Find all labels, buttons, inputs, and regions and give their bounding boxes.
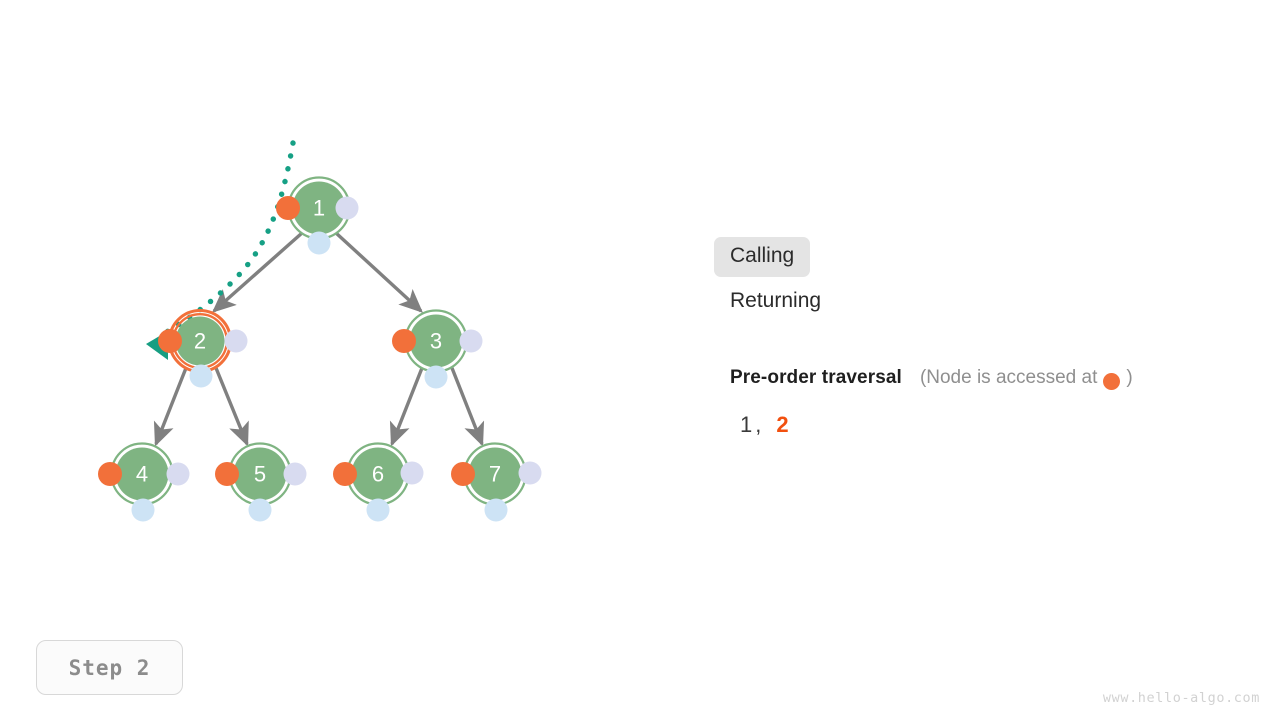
node-right-dot: [459, 329, 483, 353]
tree-node-4[interactable]: 4: [98, 442, 190, 522]
recursion-path-line: [157, 140, 296, 339]
node-body: [409, 314, 463, 368]
edge-3-7: [450, 367, 485, 447]
node-body: [468, 447, 522, 501]
state-badge-returning: Returning: [730, 288, 822, 312]
sequence-item-0: 1: [740, 412, 754, 437]
traversal-title: Pre-order traversal: [730, 367, 902, 388]
node-bottom-dot: [366, 498, 390, 522]
traversal-note-prefix: (Node is accessed at: [919, 367, 1098, 388]
step-badge: Step 2: [36, 640, 183, 695]
node-access-dot: [276, 196, 300, 220]
node-label: 7: [489, 462, 501, 487]
state-badge-calling: Calling: [714, 236, 811, 277]
traversal-heading: Pre-order traversal (Node is accessed at…: [730, 367, 1133, 390]
node-label: 2: [194, 329, 206, 354]
tree-node-2[interactable]: 2: [158, 309, 248, 388]
node-access-dot: [158, 329, 182, 353]
node-bottom-dot: [189, 364, 213, 388]
tree-node-3[interactable]: 3: [392, 309, 483, 389]
traversal-note-suffix: ): [1126, 367, 1133, 388]
node-label: 4: [136, 462, 148, 487]
node-right-dot: [224, 329, 248, 353]
node-body: [292, 181, 346, 235]
edge-2-5: [214, 367, 249, 447]
node-access-dot: [392, 329, 416, 353]
traversal-sequence: 1,2: [740, 412, 792, 438]
sequence-item-1: 2: [776, 412, 790, 437]
watermark: www.hello-algo.com: [1102, 690, 1260, 706]
node-right-dot: [335, 196, 359, 220]
edge-2-4: [153, 367, 188, 447]
node-label: 1: [313, 196, 325, 221]
node-bottom-dot: [248, 498, 272, 522]
node-access-dot: [451, 462, 475, 486]
legend-row-calling: Calling: [714, 234, 1254, 279]
node-access-dot: [98, 462, 122, 486]
tree-node-6[interactable]: 6: [333, 442, 424, 522]
node-bottom-dot: [424, 365, 448, 389]
node-body: [351, 447, 405, 501]
edge-1-3: [334, 231, 424, 313]
legend-row-returning: Returning: [714, 279, 1254, 324]
edge-1-2: [211, 231, 304, 313]
node-label: 3: [430, 329, 442, 354]
access-dot-icon: [1103, 372, 1121, 390]
tree-node-7[interactable]: 7: [451, 442, 542, 522]
binary-tree-diagram: 1 2 3 4 5: [98, 140, 542, 522]
node-access-dot: [333, 462, 357, 486]
node-label: 6: [372, 462, 384, 487]
node-right-dot: [400, 461, 424, 485]
node-right-dot: [283, 462, 307, 486]
node-right-dot: [518, 461, 542, 485]
edge-3-6: [389, 367, 424, 447]
node-body: [175, 316, 225, 366]
node-right-dot: [166, 462, 190, 486]
node-bottom-dot: [484, 498, 508, 522]
node-access-dot: [215, 462, 239, 486]
legend-panel: Calling Returning Pre-order traversal (N…: [714, 234, 1254, 437]
node-label: 5: [254, 462, 266, 487]
node-bottom-dot: [131, 498, 155, 522]
tree-edges: [153, 231, 485, 447]
node-body: [233, 447, 287, 501]
tree-node-5[interactable]: 5: [215, 442, 307, 522]
node-bottom-dot: [307, 231, 331, 255]
node-body: [115, 447, 169, 501]
tree-node-1[interactable]: 1: [276, 176, 359, 255]
sequence-separator: ,: [755, 412, 763, 437]
